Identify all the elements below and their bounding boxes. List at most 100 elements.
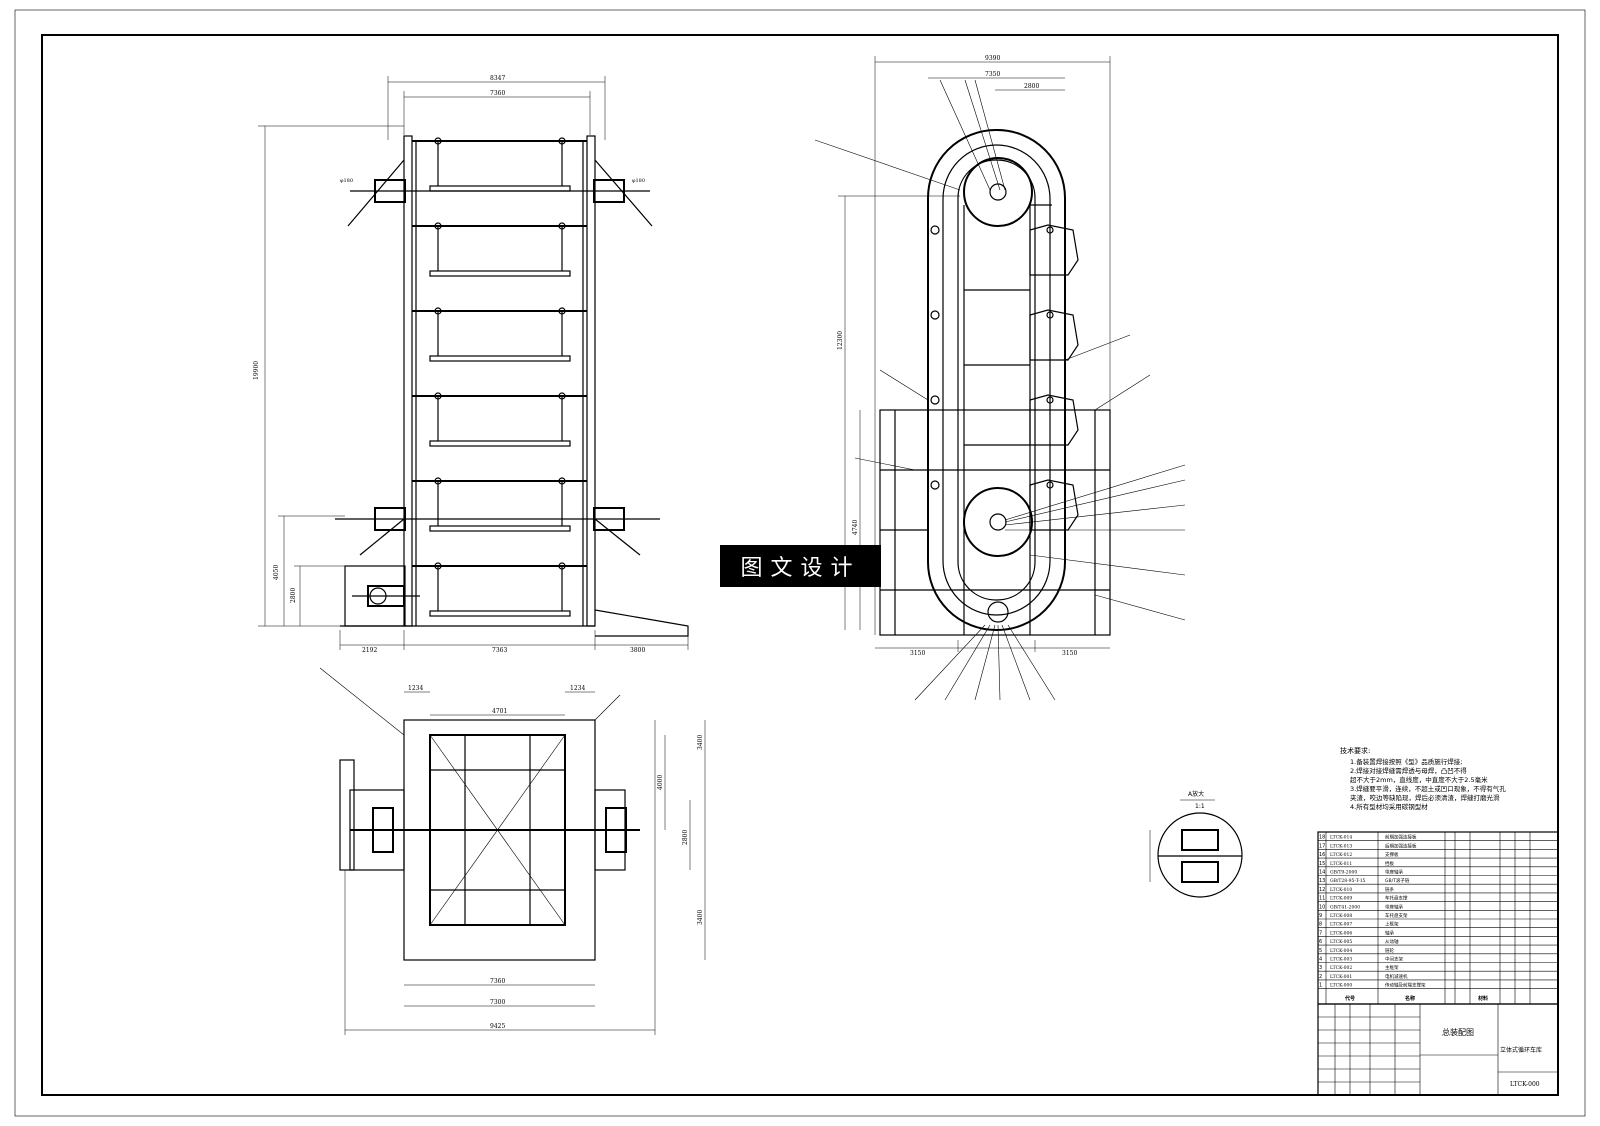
bom-row-index: 12 bbox=[1319, 887, 1325, 893]
dim-inner-width: 7360 bbox=[490, 90, 505, 97]
dim-plan-right-d: 3400 bbox=[697, 910, 704, 925]
bom-row-code: LTCK-001 bbox=[1330, 974, 1352, 980]
bom-row-code: LTCK-010 bbox=[1330, 887, 1352, 893]
dim-side-bottom-left: 3150 bbox=[910, 650, 925, 657]
tech-line-4: 3.焊缝要平滑，连续，不超土或凹口现象，不得有气孔 bbox=[1350, 784, 1506, 793]
bom-row-code: LTCK-012 bbox=[1330, 852, 1352, 858]
dim-bottom-left: 2192 bbox=[362, 647, 377, 654]
dim-lower-height: 4050 bbox=[273, 565, 280, 580]
bom-row-index: 5 bbox=[1319, 948, 1322, 954]
bom-row-index: 8 bbox=[1319, 922, 1322, 928]
bom-row-code: GB/T41-2000 bbox=[1330, 904, 1360, 910]
dim-plan-overall: 9425 bbox=[490, 1023, 505, 1030]
bom-header-code: 代号 bbox=[1344, 995, 1355, 1002]
bom-row-code: LTCK-014 bbox=[1330, 835, 1352, 841]
dim-side-height-lower: 4740 bbox=[852, 520, 859, 535]
dim-plan-right-a: 3400 bbox=[697, 735, 704, 750]
side-view: 9390 7350 2800 bbox=[814, 55, 1186, 701]
dim-bottom-right: 3800 bbox=[630, 647, 645, 654]
tech-line-3: 超不大于2mm，直线度，中直度不大于2.5毫米 bbox=[1350, 775, 1488, 784]
dim-plan-inner: 4701 bbox=[492, 708, 507, 715]
tech-title: 技术要求: bbox=[1340, 746, 1370, 755]
bom-row-index: 6 bbox=[1319, 939, 1322, 945]
bom-row-name: 车托盘支撑 bbox=[1385, 895, 1408, 902]
dim-plan-top-left: 1234 bbox=[408, 685, 423, 692]
bom-row-index: 16 bbox=[1319, 852, 1325, 858]
bom-row-code: LTCK-005 bbox=[1330, 939, 1352, 945]
pin-label-tl: φ180 bbox=[340, 178, 353, 184]
bom-row-code: GB/T9-2000 bbox=[1330, 870, 1357, 876]
dim-base-height: 2800 bbox=[290, 588, 297, 603]
bom-row-name: 轴承 bbox=[1385, 929, 1394, 936]
bom-header-material: 材料 bbox=[1478, 995, 1488, 1002]
bom-row-name: 链条 bbox=[1385, 886, 1394, 893]
bom-row-index: 1 bbox=[1319, 983, 1322, 989]
bom-row-name: 中间支架 bbox=[1385, 956, 1403, 963]
bom-row-index: 14 bbox=[1319, 870, 1325, 876]
dim-side-bottom-right: 3150 bbox=[1062, 650, 1077, 657]
bom-row-index: 2 bbox=[1319, 974, 1322, 980]
bom-row-index: 15 bbox=[1319, 861, 1325, 867]
bom-row-index: 17 bbox=[1319, 843, 1325, 849]
drawing-number: LTCK-000 bbox=[1510, 1081, 1540, 1088]
bom-row-code: LTCK-013 bbox=[1330, 843, 1352, 849]
title-block: 总装配图 立体式循环车库 LTCK-000 bbox=[1317, 1003, 1559, 1096]
bom-row-name: 从动轴 bbox=[1385, 938, 1399, 945]
side-pallets bbox=[1029, 224, 1079, 531]
bom-row-name: 传动轴及前端支撑架 bbox=[1385, 982, 1426, 989]
bom-row-code: LTCK-000 bbox=[1330, 983, 1352, 989]
dim-plan-bottom-a: 7360 bbox=[490, 978, 505, 985]
dim-side-height-main: 12300 bbox=[837, 331, 844, 350]
watermark-badge: 图文设计 bbox=[720, 545, 881, 587]
front-view: 8347 7360 bbox=[253, 75, 689, 654]
bom-row-name: 带座轴承 bbox=[1385, 903, 1403, 910]
bom-header-name: 名称 bbox=[1405, 995, 1415, 1002]
dim-side-b: 2800 bbox=[1024, 83, 1039, 90]
plan-view: 1234 1234 4701 7360 7300 9425 3400 bbox=[319, 667, 706, 1035]
dim-plan-right-b: 4000 bbox=[657, 775, 664, 790]
bom-row-code: LTCK-004 bbox=[1330, 948, 1352, 954]
bom-row-code: LTCK-011 bbox=[1330, 861, 1352, 867]
pin-label-tr: φ180 bbox=[632, 178, 645, 184]
bom-row-name: 支撑板 bbox=[1385, 851, 1399, 858]
tech-requirements: 技术要求: 1.备装置焊接按照《型》品质施行焊接; 2.焊接对接焊缝需焊透与母焊… bbox=[1340, 746, 1506, 811]
bom-row-name: 上框架 bbox=[1385, 921, 1399, 928]
dim-plan-top-right: 1234 bbox=[570, 685, 585, 692]
bom-row-name: 前期加强连接板 bbox=[1385, 834, 1417, 841]
bom-row-index: 9 bbox=[1319, 913, 1322, 919]
front-shelves bbox=[412, 137, 587, 617]
bom-row-code: LTCK-006 bbox=[1330, 930, 1352, 936]
drawing-name: 总装配图 bbox=[1442, 1027, 1474, 1037]
bom-row-index: 10 bbox=[1319, 904, 1325, 910]
dim-plan-right-c: 2800 bbox=[682, 830, 689, 845]
bom-row-code: LTCK-002 bbox=[1330, 965, 1352, 971]
product-name: 立体式循环车库 bbox=[1500, 1046, 1542, 1054]
side-leaders bbox=[814, 79, 1186, 701]
bom-row-index: 11 bbox=[1319, 896, 1325, 902]
bom-row-code: LTCK-007 bbox=[1330, 922, 1352, 928]
bom-row-name: 后期加强连接板 bbox=[1385, 842, 1417, 849]
detail-a: A放大 1:1 bbox=[1149, 790, 1243, 898]
bom-row-index: 7 bbox=[1319, 930, 1322, 936]
bom-row-index: 4 bbox=[1319, 957, 1322, 963]
dim-overall-width: 8347 bbox=[490, 75, 505, 82]
bom-row-name: 挡板 bbox=[1385, 860, 1394, 867]
bom-row-name: 车托盘支架 bbox=[1385, 912, 1408, 919]
bom-row-index: 13 bbox=[1319, 878, 1325, 884]
detail-scale: 1:1 bbox=[1195, 803, 1205, 810]
bom-row-code: LTCK-009 bbox=[1330, 896, 1352, 902]
bom-row-name: 链轮 bbox=[1385, 947, 1394, 954]
bom-row-name: GB/T滚子链 bbox=[1385, 877, 1410, 884]
tech-line-2: 2.焊接对接焊缝需焊透与母焊，凸凹不得 bbox=[1350, 766, 1467, 775]
tech-line-1: 1.备装置焊接按照《型》品质施行焊接; bbox=[1350, 757, 1462, 766]
outer-border bbox=[14, 9, 1586, 1117]
bom-row-name: 主框架 bbox=[1385, 964, 1399, 971]
bom-row-code: LTCK-008 bbox=[1330, 913, 1352, 919]
detail-title: A放大 bbox=[1188, 790, 1204, 798]
tech-line-5: 夹渣，咬边等缺陷现，焊后必须清渣，焊缝打磨光滑 bbox=[1350, 793, 1500, 802]
bom-row-name: 电机减速机 bbox=[1385, 973, 1408, 980]
tech-line-6: 4.所有型材均采用碳钢型材 bbox=[1350, 802, 1428, 811]
